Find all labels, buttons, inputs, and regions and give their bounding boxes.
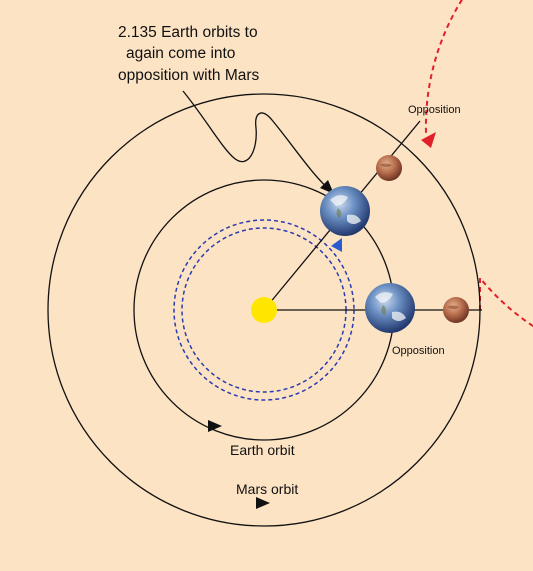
- annotation-arrowhead: [320, 180, 334, 194]
- earth-dashed-orbit-arrowhead: [331, 238, 342, 252]
- annotation-line-3: opposition with Mars: [118, 67, 260, 84]
- earth-later: [320, 186, 370, 236]
- mars-orbit-arrowhead: [256, 497, 270, 509]
- mars-later: [376, 155, 402, 181]
- sun: [251, 297, 277, 323]
- mars-opposition: [443, 297, 469, 323]
- earth-orbit-label: Earth orbit: [230, 442, 295, 458]
- earth-opposition: [365, 283, 415, 333]
- opposition-label-top: Opposition: [408, 104, 461, 116]
- earth-orbit-arrowhead: [208, 420, 222, 432]
- mars-dashed-orbit-arrowhead: [421, 132, 436, 148]
- mars-orbit-label: Mars orbit: [236, 481, 298, 497]
- annotation-line-2: again come into: [126, 45, 235, 62]
- opposition-label-right: Opposition: [392, 345, 445, 357]
- annotation-line-1: 2.135 Earth orbits to: [118, 24, 258, 41]
- annotation-arrow: [182, 90, 331, 191]
